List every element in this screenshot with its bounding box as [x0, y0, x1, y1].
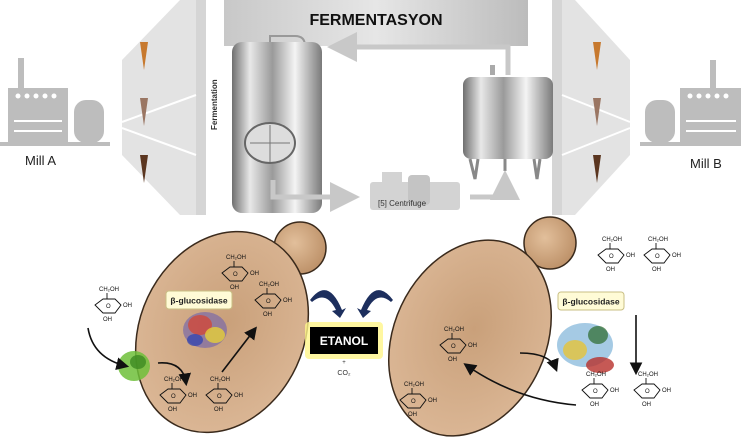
molecule-label: O: [655, 254, 660, 260]
molecule-label: OH: [590, 402, 599, 408]
molecule-label: O: [645, 389, 650, 395]
molecule-label: OH: [610, 388, 619, 394]
molecule-label: OH: [263, 312, 272, 318]
glucose-ring: CH₂OH O OH OH: [221, 255, 259, 291]
molecule-label: OH: [408, 412, 417, 418]
molecule-label: OH: [168, 407, 177, 413]
fermentation-tank: [232, 35, 322, 213]
factory-icon-mill-b: [640, 60, 741, 146]
molecule-label: OH: [448, 357, 457, 363]
molecule-label: OH: [103, 317, 112, 323]
molecule-label: OH: [214, 407, 223, 413]
storage-tank: [463, 65, 553, 180]
molecule-label: OH: [234, 393, 243, 399]
mill-a-label: Mill A: [25, 153, 56, 168]
molecule-label: O: [609, 254, 614, 260]
sample-tubes-left: [140, 42, 148, 183]
glucose-ring: CH₂OH O OH OH: [254, 282, 292, 318]
molecule-label: O: [217, 394, 222, 400]
molecule-label: OH: [662, 388, 671, 394]
yeast-section: β-glucosidase β-glucosidase ETANOL + CO₂…: [87, 216, 681, 437]
co2-label: CO₂: [337, 370, 351, 377]
molecule-label: CH₂OH: [648, 237, 668, 243]
yeast-cell-right: [387, 239, 553, 437]
glucose-ring: CH₂OH O OH OH: [643, 237, 681, 273]
molecule-label: OH: [606, 267, 615, 273]
molecule-label: OH: [672, 253, 681, 259]
glucose-ring: CH₂OH O OH OH: [581, 372, 619, 408]
molecule-label: O: [233, 272, 238, 278]
molecule-label: CH₂OH: [226, 255, 246, 261]
plus-sign: +: [342, 360, 346, 366]
molecule-label: OH: [283, 298, 292, 304]
glucose-ring: CH₂OH O OH OH: [439, 327, 477, 363]
molecule-label: CH₂OH: [259, 282, 279, 288]
molecule-label: OH: [468, 343, 477, 349]
process-section: Mill A Mill B FERMENTASYON Fermentation: [0, 0, 741, 215]
molecule-label: O: [411, 399, 416, 405]
enzyme-structure-membrane: [118, 351, 150, 381]
glucose-ring: CH₂OH O OH OH: [399, 382, 437, 418]
enzyme-label-box-left: [165, 290, 233, 310]
centrifuge-icon: [370, 172, 460, 210]
molecule-label: O: [451, 344, 456, 350]
glucose-ring: CH₂OH O OH OH: [633, 372, 671, 408]
molecule-label: O: [593, 389, 598, 395]
molecule-label: O: [171, 394, 176, 400]
molecule-label: OH: [188, 393, 197, 399]
molecule-label: O: [266, 299, 271, 305]
enzyme-label-right: β-glucosidase: [562, 297, 619, 307]
molecule-label: CH₂OH: [602, 237, 622, 243]
enzyme-label-box-right: [557, 291, 625, 311]
title-bar: [224, 0, 528, 46]
molecule-label: OH: [652, 267, 661, 273]
fermentation-label: Fermentation: [210, 79, 219, 130]
molecule-label: OH: [626, 253, 635, 259]
molecule-label: CH₂OH: [586, 372, 606, 378]
sample-tubes-right: [593, 42, 601, 183]
molecule-label: OH: [428, 398, 437, 404]
glucose-ring: CH₂OH O OH OH: [597, 237, 635, 273]
molecule-label: CH₂OH: [638, 372, 658, 378]
molecule-label: OH: [642, 402, 651, 408]
glucose-ring: CH₂OH O OH OH: [205, 377, 243, 413]
molecule-label: CH₂OH: [164, 377, 184, 383]
molecule-label: CH₂OH: [404, 382, 424, 388]
enzyme-label-left: β-glucosidase: [170, 296, 227, 306]
molecule-label: CH₂OH: [99, 287, 119, 293]
factory-icon-mill-a: [0, 58, 110, 146]
molecule-label: OH: [123, 303, 132, 309]
ethanol-label: ETANOL: [320, 334, 368, 348]
molecule-label: O: [106, 304, 111, 310]
glucose-ring: CH₂OH O OH OH: [94, 287, 132, 323]
molecule-label: CH₂OH: [210, 377, 230, 383]
mill-b-label: Mill B: [690, 156, 722, 171]
enzyme-structure-right: [557, 323, 614, 373]
glucose-ring: CH₂OH O OH OH: [159, 377, 197, 413]
page-title: FERMENTASYON: [309, 12, 442, 29]
molecule-label: OH: [230, 285, 239, 291]
centrifuge-label: [5] Centrifuge: [378, 199, 427, 208]
molecule-label: OH: [250, 271, 259, 277]
molecule-label: CH₂OH: [444, 327, 464, 333]
ethanol-box: [310, 327, 378, 354]
yeast-bud-right: [523, 216, 577, 270]
reaction-arrows: [87, 315, 643, 406]
enzyme-structure-left: [183, 312, 227, 348]
glucose-molecules: CH₂OH O OH OH CH₂OH O OH OH CH₂OH O OH OH CH₂OH O OH OH…: [94, 237, 681, 418]
blue-curved-arrows: [310, 290, 393, 318]
process-arrows: [270, 32, 520, 212]
